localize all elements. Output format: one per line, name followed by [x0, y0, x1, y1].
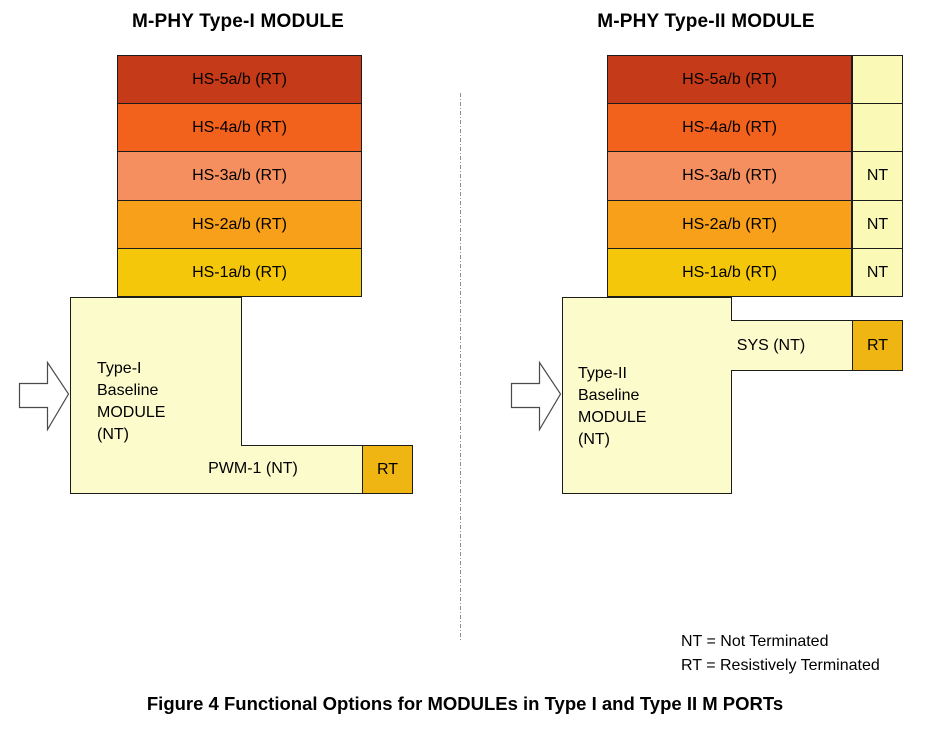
type-ii-hs2-bar: HS-2a/b (RT) [607, 200, 852, 249]
sys-arm-label: SYS (NT) [736, 337, 806, 354]
legend-rt-definition: RT = Resistively Terminated [681, 657, 880, 674]
type-ii-hs3-nt-cell: NT [852, 151, 903, 201]
pwm1-arm-label: PWM-1 (NT) [208, 460, 298, 477]
type-ii-hs5-bar-label: HS-5a/b (RT) [682, 70, 777, 88]
type-ii-module-title: M-PHY Type-II MODULE [597, 11, 815, 32]
type-i-hs3-bar-label: HS-3a/b (RT) [192, 167, 287, 184]
type-ii-hs2-nt-cell-label: NT [866, 215, 889, 233]
type-i-hs5-bar: HS-5a/b (RT) [117, 55, 362, 104]
type-ii-hs4-bar-label: HS-4a/b (RT) [682, 118, 777, 136]
type-ii-hs5-bar: HS-5a/b (RT) [607, 55, 852, 104]
type-ii-hs1-bar-label: HS-1a/b (RT) [682, 263, 777, 281]
type-ii-hs5-nt-cell [852, 55, 903, 104]
left-arrow-right-icon [18, 360, 70, 432]
type-ii-baseline-line-4: (NT) [578, 431, 610, 448]
type-ii-baseline-module-label: Type-II Baseline MODULE (NT) [578, 363, 646, 451]
type-i-module-title: M-PHY Type-I MODULE [131, 11, 345, 32]
type-i-baseline-line-1: Type-I [97, 360, 142, 377]
type-ii-hs4-bar: HS-4a/b (RT) [607, 103, 852, 152]
type-i-baseline-line-4: (NT) [97, 426, 129, 443]
type-i-hs5-bar-label: HS-5a/b (RT) [192, 70, 287, 88]
type-i-baseline-line-3: MODULE [97, 404, 166, 421]
type-i-rt-box: RT [362, 445, 413, 494]
type-ii-hs2-nt-cell: NT [852, 200, 903, 249]
type-i-hs2-bar-label: HS-2a/b (RT) [192, 215, 287, 233]
type-ii-baseline-line-3: MODULE [578, 409, 647, 426]
type-i-hs2-bar: HS-2a/b (RT) [117, 200, 362, 249]
type-ii-hs1-nt-cell-label: NT [866, 263, 889, 281]
type-ii-rt-box-label: RT [866, 336, 889, 354]
figure-caption: Figure 4 Functional Options for MODULEs … [146, 693, 784, 714]
type-i-hs4-bar-label: HS-4a/b (RT) [192, 118, 287, 136]
type-ii-hs3-bar: HS-3a/b (RT) [607, 151, 852, 201]
type-i-rt-box-label: RT [376, 460, 399, 478]
type-ii-hs3-bar-label: HS-3a/b (RT) [682, 167, 777, 184]
legend: NT = Not Terminated RT = Resistively Ter… [681, 630, 880, 678]
right-arrow-right-icon [510, 360, 562, 432]
type-ii-rt-box: RT [852, 320, 903, 371]
type-i-baseline-module-label: Type-I Baseline MODULE (NT) [97, 358, 165, 446]
type-i-hs3-bar: HS-3a/b (RT) [117, 151, 362, 201]
type-ii-hs2-bar-label: HS-2a/b (RT) [682, 215, 777, 233]
type-i-hs1-bar: HS-1a/b (RT) [117, 248, 362, 297]
type-ii-baseline-line-1: Type-II [578, 365, 627, 382]
type-i-hs1-bar-label: HS-1a/b (RT) [192, 263, 287, 281]
type-i-hs4-bar: HS-4a/b (RT) [117, 103, 362, 152]
type-ii-hs4-nt-cell [852, 103, 903, 152]
type-ii-hs1-nt-cell: NT [852, 248, 903, 297]
type-i-baseline-line-2: Baseline [97, 382, 159, 399]
type-ii-hs3-nt-cell-label: NT [866, 167, 889, 184]
type-ii-baseline-line-2: Baseline [578, 387, 640, 404]
type-ii-hs1-bar: HS-1a/b (RT) [607, 248, 852, 297]
legend-nt-definition: NT = Not Terminated [681, 633, 829, 650]
